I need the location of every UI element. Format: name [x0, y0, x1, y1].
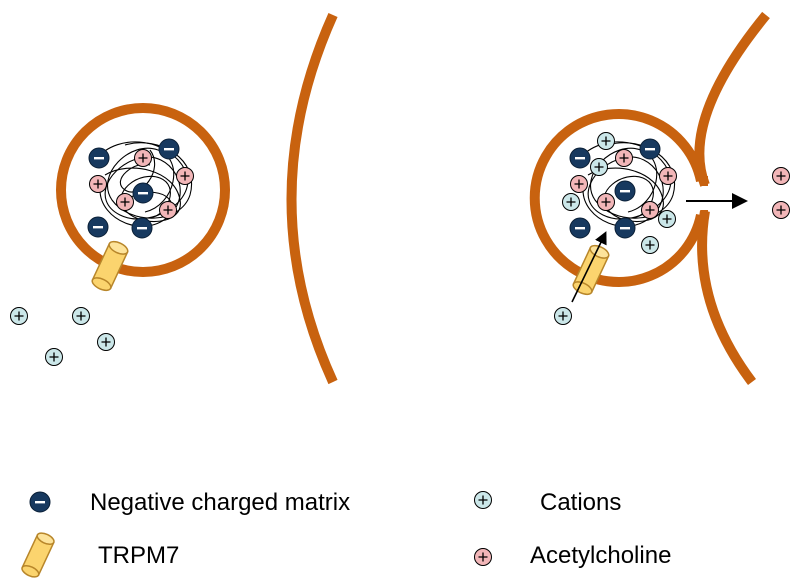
- acetylcholine-icon: [134, 149, 152, 167]
- legend-label-matrix: Negative charged matrix: [90, 489, 351, 516]
- target-cell-membrane: [697, 210, 756, 386]
- fusing-granule: [529, 109, 706, 287]
- acetylcholine-icon: [89, 175, 107, 193]
- legend-label-acetylcholine: Acetylcholine: [530, 542, 672, 569]
- minus-sign: [138, 192, 148, 195]
- legend-label-cations: Cations: [540, 489, 622, 516]
- acetylcholine-icon: [474, 548, 492, 566]
- cation-icon: [554, 307, 572, 325]
- extracellular-cations: [10, 307, 115, 366]
- cation-icon: [658, 210, 676, 228]
- cation-icon: [562, 193, 580, 211]
- acetylcholine-icon: [772, 201, 790, 219]
- secretory-granule: [56, 103, 230, 277]
- acetylcholine-icon: [176, 167, 194, 185]
- minus-sign: [164, 148, 174, 151]
- acetylcholine-icon: [641, 201, 659, 219]
- minus-sign: [620, 190, 630, 193]
- minus-sign: [620, 227, 630, 230]
- minus-sign: [93, 226, 103, 229]
- internal-cations: [562, 132, 676, 254]
- minus-sign: [575, 157, 585, 160]
- matrix-particles: [569, 138, 661, 239]
- cation-icon: [597, 132, 615, 150]
- cation-icon: [641, 236, 659, 254]
- minus-sign: [575, 227, 585, 230]
- acetylcholine-icon: [615, 149, 633, 167]
- trpm7-channel-icon: [91, 240, 129, 292]
- acetylcholine-icon: [570, 175, 588, 193]
- matrix-particles: [87, 138, 180, 239]
- acetylcholine-particles: [89, 149, 194, 219]
- trpm7-channel-icon: [21, 532, 55, 578]
- cation-icon: [72, 307, 90, 325]
- minus-sign: [35, 501, 45, 504]
- acetylcholine-icon: [116, 193, 134, 211]
- cation-icon: [45, 348, 63, 366]
- cation-icon: [590, 158, 608, 176]
- minus-sign: [645, 148, 655, 151]
- released-acetylcholine: [772, 167, 790, 219]
- left-panel: [10, 12, 338, 385]
- acetylcholine-icon: [597, 193, 615, 211]
- cation-icon: [474, 491, 492, 509]
- right-panel: [529, 11, 790, 386]
- minus-sign: [137, 227, 147, 230]
- acetylcholine-particles: [570, 149, 677, 219]
- minus-sign: [94, 157, 104, 160]
- acetylcholine-icon: [772, 167, 790, 185]
- target-cell-membrane: [694, 11, 770, 187]
- legend-label-trpm7: TRPM7: [98, 542, 180, 569]
- fusion-pore: [701, 176, 708, 220]
- acetylcholine-icon: [159, 201, 177, 219]
- cation-icon: [97, 333, 115, 351]
- legend-icons: [21, 491, 492, 578]
- target-cell-membrane: [286, 12, 338, 385]
- arrow-icon: [571, 231, 607, 303]
- cation-icon: [10, 307, 28, 325]
- acetylcholine-icon: [659, 167, 677, 185]
